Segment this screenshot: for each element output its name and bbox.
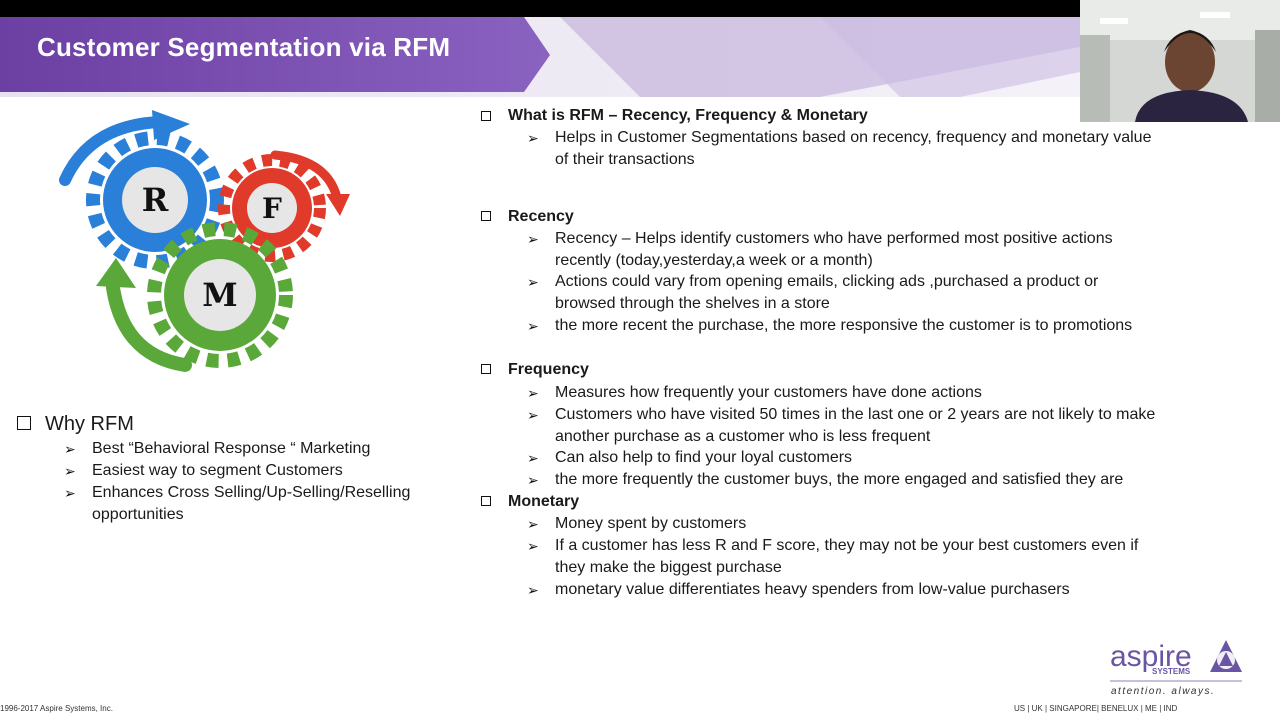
green-arrow-head bbox=[96, 258, 136, 288]
why-arrow-2: ➢ bbox=[64, 463, 76, 479]
bullet-line: Money spent by customers bbox=[555, 515, 747, 532]
arrow-bullet: ➢ bbox=[527, 538, 539, 554]
arrow-bullet: ➢ bbox=[527, 516, 539, 532]
section-checkbox-bullet bbox=[481, 496, 491, 506]
section-heading-frequency: Frequency bbox=[508, 361, 589, 378]
arrow-bullet: ➢ bbox=[527, 130, 539, 146]
gear-letter-r: R bbox=[142, 181, 169, 219]
why-arrow-3: ➢ bbox=[64, 485, 76, 501]
blue-arrow bbox=[59, 116, 166, 186]
bullet-line-cont: another purchase as a customer who is le… bbox=[555, 428, 931, 445]
why-bullet-1: Best “Behavioral Response “ Marketing bbox=[92, 440, 371, 457]
section-checkbox-bullet bbox=[481, 111, 491, 121]
why-bullet-3: Enhances Cross Selling/Up-Selling/Resell… bbox=[92, 484, 411, 501]
arrow-bullet: ➢ bbox=[527, 407, 539, 423]
bullet-line-cont: of their transactions bbox=[555, 151, 695, 168]
title-banner bbox=[0, 17, 1280, 97]
bullet-line-cont: they make the biggest purchase bbox=[555, 559, 782, 576]
why-rfm-checkbox-bullet bbox=[17, 416, 31, 430]
bullet-line: the more recent the purchase, the more r… bbox=[555, 317, 1133, 334]
bullet-line: Customers who have visited 50 times in t… bbox=[555, 406, 1156, 423]
section-checkbox-bullet bbox=[481, 211, 491, 221]
why-bullet-3-cont: opportunities bbox=[92, 506, 184, 523]
presenter-video-feed bbox=[1080, 0, 1280, 122]
red-arrow-head bbox=[326, 194, 350, 216]
arrow-bullet: ➢ bbox=[527, 318, 539, 334]
section-heading-what-is-rfm: What is RFM – Recency, Frequency & Monet… bbox=[508, 107, 868, 124]
bullet-line: monetary value differentiates heavy spen… bbox=[555, 581, 1070, 598]
gear-letter-m: M bbox=[202, 276, 237, 314]
green-arrow bbox=[105, 273, 192, 372]
bullet-line: Can also help to find your loyal custome… bbox=[555, 449, 853, 466]
arrow-bullet: ➢ bbox=[527, 472, 539, 488]
bullet-line: the more frequently the customer buys, t… bbox=[555, 471, 1124, 488]
gear-r: R bbox=[86, 131, 224, 269]
page-title: Customer Segmentation via RFM bbox=[37, 32, 451, 62]
regions-footer: US | UK | SINGAPORE| BENELUX | ME | IND bbox=[1014, 704, 1178, 713]
section-heading-monetary: Monetary bbox=[508, 493, 580, 510]
why-arrow-1: ➢ bbox=[64, 441, 76, 457]
bullet-line: Actions could vary from opening emails, … bbox=[555, 273, 1099, 290]
webcam-video bbox=[1080, 0, 1280, 122]
section-checkbox-bullet bbox=[481, 364, 491, 374]
gear-f: F bbox=[218, 154, 326, 262]
rfm-gears-graphic: R F M bbox=[59, 110, 350, 372]
arrow-bullet: ➢ bbox=[527, 450, 539, 466]
copyright-footer: 1996-2017 Aspire Systems, Inc. bbox=[0, 704, 113, 713]
arrow-bullet: ➢ bbox=[527, 385, 539, 401]
aspire-logo: aspire SYSTEMS attention. always. bbox=[1110, 640, 1242, 697]
why-bullet-2: Easiest way to segment Customers bbox=[92, 462, 343, 479]
bullet-line: Helps in Customer Segmentations based on… bbox=[555, 129, 1152, 146]
why-rfm-heading: Why RFM bbox=[45, 413, 134, 435]
banner-background bbox=[0, 17, 1280, 97]
gear-m: M bbox=[147, 222, 293, 368]
arrow-bullet: ➢ bbox=[527, 231, 539, 247]
bullet-line: Measures how frequently your customers h… bbox=[555, 384, 982, 401]
logo-sub: SYSTEMS bbox=[1152, 667, 1191, 676]
logo-word: aspire bbox=[1110, 640, 1192, 673]
bullet-line-cont: recently (today,yesterday,a week or a mo… bbox=[555, 252, 873, 269]
logo-tagline: attention. always. bbox=[1111, 686, 1215, 697]
top-black-bar bbox=[0, 0, 1280, 17]
arrow-bullet: ➢ bbox=[527, 582, 539, 598]
arrow-bullet: ➢ bbox=[527, 274, 539, 290]
section-heading-recency: Recency bbox=[508, 208, 574, 225]
bullet-line: Recency – Helps identify customers who h… bbox=[555, 230, 1113, 247]
bullet-line: If a customer has less R and F score, th… bbox=[555, 537, 1139, 554]
gear-letter-f: F bbox=[262, 192, 282, 225]
bullet-line-cont: browsed through the shelves in a store bbox=[555, 295, 830, 312]
